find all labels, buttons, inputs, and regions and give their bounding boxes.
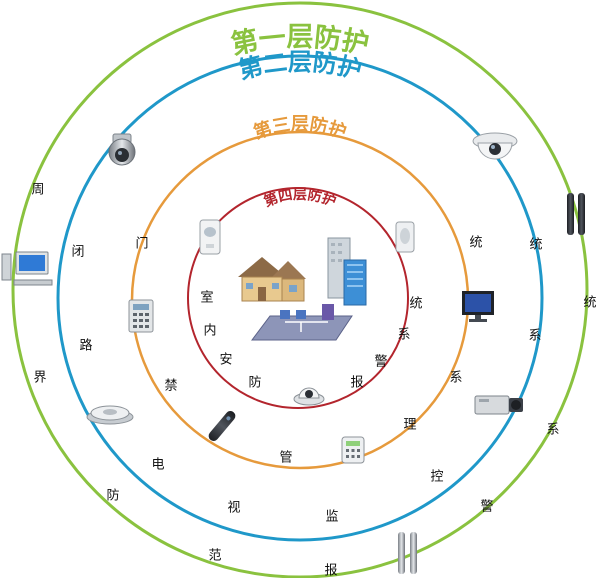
perimeter-label-3: 界	[33, 371, 46, 386]
indoor-label-2: 安	[219, 353, 232, 368]
indoor-label-7: 统	[409, 297, 422, 312]
access-label-4: 系	[449, 371, 462, 386]
infrared-beam-detector-bottom-icon	[398, 532, 417, 574]
layer2-title: 第二层防护	[236, 48, 365, 85]
house-icon	[238, 257, 306, 302]
cctv-label-0: 电	[151, 458, 164, 473]
perimeter-label-2: 路	[79, 338, 92, 354]
lcd-monitor-icon	[462, 291, 494, 322]
perimeter-label-5: 范	[208, 549, 221, 564]
perimeter-label-8: 系	[546, 423, 559, 438]
perimeter-label-9: 统	[583, 296, 596, 311]
cctv-label-4: 系	[528, 329, 541, 344]
card-reader-icon	[208, 411, 236, 441]
dome-camera-icon	[472, 132, 518, 160]
perimeter-label-0: 周	[31, 183, 44, 198]
ring-layer4	[187, 187, 409, 409]
network-platform-icon	[251, 304, 353, 341]
indoor-label-3: 防	[248, 375, 261, 391]
indoor-label-0: 室	[200, 290, 213, 306]
pir-sensor-icon	[199, 219, 221, 255]
cctv-label-2: 监	[325, 510, 338, 525]
access-label-0: 门	[135, 237, 148, 252]
perimeter-label-6: 报	[324, 564, 337, 578]
access-label-2: 管	[279, 451, 292, 466]
ring-layer1	[11, 1, 589, 578]
infrared-beam-detector-icon	[567, 193, 585, 235]
door-controller-icon	[395, 221, 415, 253]
cctv-label-3: 控	[430, 470, 443, 485]
access-label-5: 统	[469, 236, 482, 251]
ptz-dome-camera-icon	[108, 133, 136, 166]
layer3-title: 第三层防护	[251, 113, 350, 143]
perimeter-label-7: 警	[480, 499, 493, 515]
indoor-label-1: 内	[203, 323, 216, 339]
cctv-label-1: 视	[227, 501, 240, 516]
indoor-label-4: 报	[350, 376, 363, 391]
intercom-keypad-icon	[341, 436, 365, 464]
ring-layer2	[56, 54, 544, 542]
access-label-1: 禁	[164, 379, 177, 394]
indoor-label-5: 警	[374, 354, 387, 370]
office-buildings-icon	[327, 237, 367, 306]
mini-dome-camera-icon	[293, 387, 325, 406]
monitoring-computer-icon	[1, 251, 53, 286]
smoke-detector-icon	[86, 405, 134, 425]
cctv-label-5: 统	[529, 238, 542, 253]
perimeter-label-4: 防	[106, 488, 119, 504]
box-camera-icon	[474, 395, 523, 415]
access-label-3: 理	[403, 418, 416, 433]
indoor-label-6: 系	[397, 328, 410, 343]
perimeter-label-1: 闭	[71, 245, 84, 260]
access-keypad-icon	[128, 299, 154, 333]
